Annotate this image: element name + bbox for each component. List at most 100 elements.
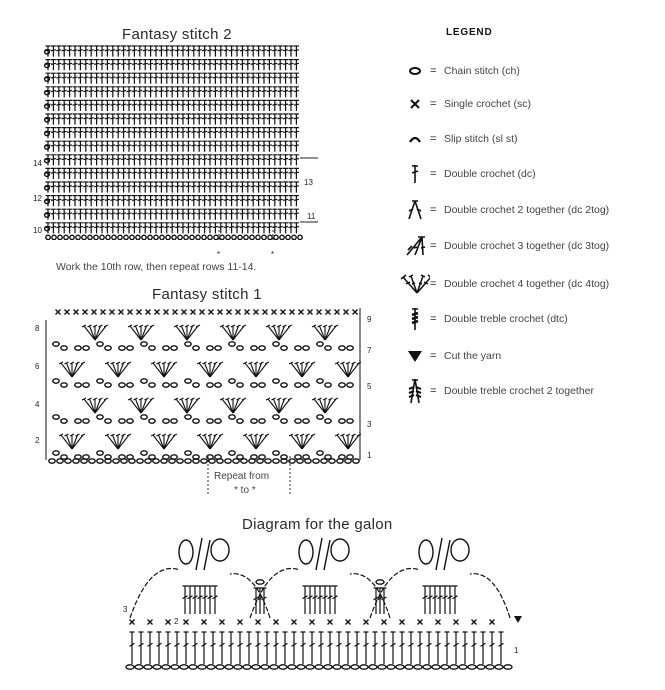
sc-mark <box>417 619 423 625</box>
row-number-2: 2 <box>35 436 40 445</box>
dc-mark <box>169 181 175 193</box>
dc-mark <box>255 86 262 98</box>
dc-mark <box>282 181 289 193</box>
dc-mark <box>174 140 181 152</box>
chain-mark <box>43 198 51 205</box>
galon-title: Diagram for the galon <box>242 516 393 533</box>
dc-mark <box>153 59 159 71</box>
dc-mark <box>174 99 181 111</box>
dc-mark <box>250 167 256 179</box>
dc-mark <box>272 72 278 84</box>
dc-mark <box>312 585 318 614</box>
dc-mark <box>56 99 62 111</box>
dc-mark <box>191 208 197 220</box>
sc-mark <box>262 309 268 315</box>
dc-mark <box>93 195 100 207</box>
dc-mark <box>261 140 267 152</box>
dc-mark <box>471 631 477 664</box>
dc-mark <box>110 208 116 220</box>
row-number-4: 4 <box>35 400 40 409</box>
dc-mark <box>239 154 246 166</box>
dc-mark <box>212 59 219 71</box>
dc-mark <box>191 45 197 57</box>
chain-mark <box>485 664 495 670</box>
dc-mark <box>245 167 251 179</box>
sc-mark <box>316 309 322 315</box>
sc-mark <box>363 619 369 625</box>
dc-mark <box>88 59 94 71</box>
dc-mark <box>250 99 256 111</box>
chain-mark <box>128 458 136 464</box>
chain-mark <box>336 458 344 464</box>
dc-mark <box>207 154 213 166</box>
dc-fan-mark <box>288 433 316 450</box>
dc-mark <box>115 45 121 57</box>
sc-mark <box>343 309 349 315</box>
chain-mark <box>206 345 214 351</box>
chain-mark <box>250 382 258 388</box>
chain-mark <box>51 234 57 240</box>
chain-mark <box>228 450 236 456</box>
dc-mark <box>293 45 300 57</box>
chain-mark <box>143 664 153 670</box>
sc-mark <box>163 309 169 315</box>
dc-mark <box>293 154 300 166</box>
dc-mark <box>153 208 159 220</box>
chain-mark <box>314 664 324 670</box>
chain-mark <box>170 664 180 670</box>
dc-mark <box>180 195 186 207</box>
dc-mark <box>223 167 229 179</box>
dc-mark <box>266 113 273 125</box>
dc-mark <box>104 86 111 98</box>
dc-mark <box>120 208 127 220</box>
dc-mark <box>207 195 213 207</box>
chain-mark <box>105 234 111 240</box>
dc-mark <box>153 181 159 193</box>
dc-mark <box>282 59 289 71</box>
chain-mark <box>291 234 297 240</box>
dc-mark <box>245 113 251 125</box>
dc-mark <box>158 140 165 152</box>
sc-mark <box>309 619 315 625</box>
chain-mark <box>165 234 171 240</box>
dc-mark <box>381 631 387 664</box>
chain-mark <box>43 76 51 82</box>
dc-mark <box>174 45 181 57</box>
dc-mark <box>185 45 192 57</box>
legend-label: Single crochet (sc) <box>444 98 531 110</box>
chain-mark <box>242 664 252 670</box>
dc-mark <box>212 195 219 207</box>
dc-mark <box>72 99 78 111</box>
dc-mark <box>66 195 73 207</box>
sc-mark <box>118 309 124 315</box>
dc-mark <box>201 86 208 98</box>
dc-mark <box>239 86 246 98</box>
dc-fan-mark <box>150 433 178 450</box>
dc-mark <box>110 222 116 234</box>
chain-mark <box>258 382 266 388</box>
dc-mark <box>104 140 111 152</box>
dc-mark <box>66 222 73 234</box>
legend-equals: = <box>430 313 437 325</box>
dc-mark <box>88 127 94 139</box>
dc-mark <box>104 222 111 234</box>
dc-mark <box>255 45 262 57</box>
dc-mark <box>142 154 148 166</box>
dc-mark <box>61 113 67 125</box>
dc-mark <box>174 195 181 207</box>
dc-mark <box>277 167 283 179</box>
dc-mark <box>245 99 251 111</box>
dc-mark <box>245 154 251 166</box>
dc-mark <box>147 86 154 98</box>
dc-mark <box>408 631 414 664</box>
chain-mark <box>255 579 265 585</box>
dc-mark <box>147 45 154 57</box>
chain-mark <box>82 382 90 388</box>
dc-mark <box>185 195 192 207</box>
dc-mark <box>61 208 67 220</box>
dc-mark <box>234 86 240 98</box>
dc-mark <box>453 631 459 664</box>
dc-mark <box>261 167 267 179</box>
dc-mark <box>437 585 443 614</box>
dc-mark <box>250 140 256 152</box>
